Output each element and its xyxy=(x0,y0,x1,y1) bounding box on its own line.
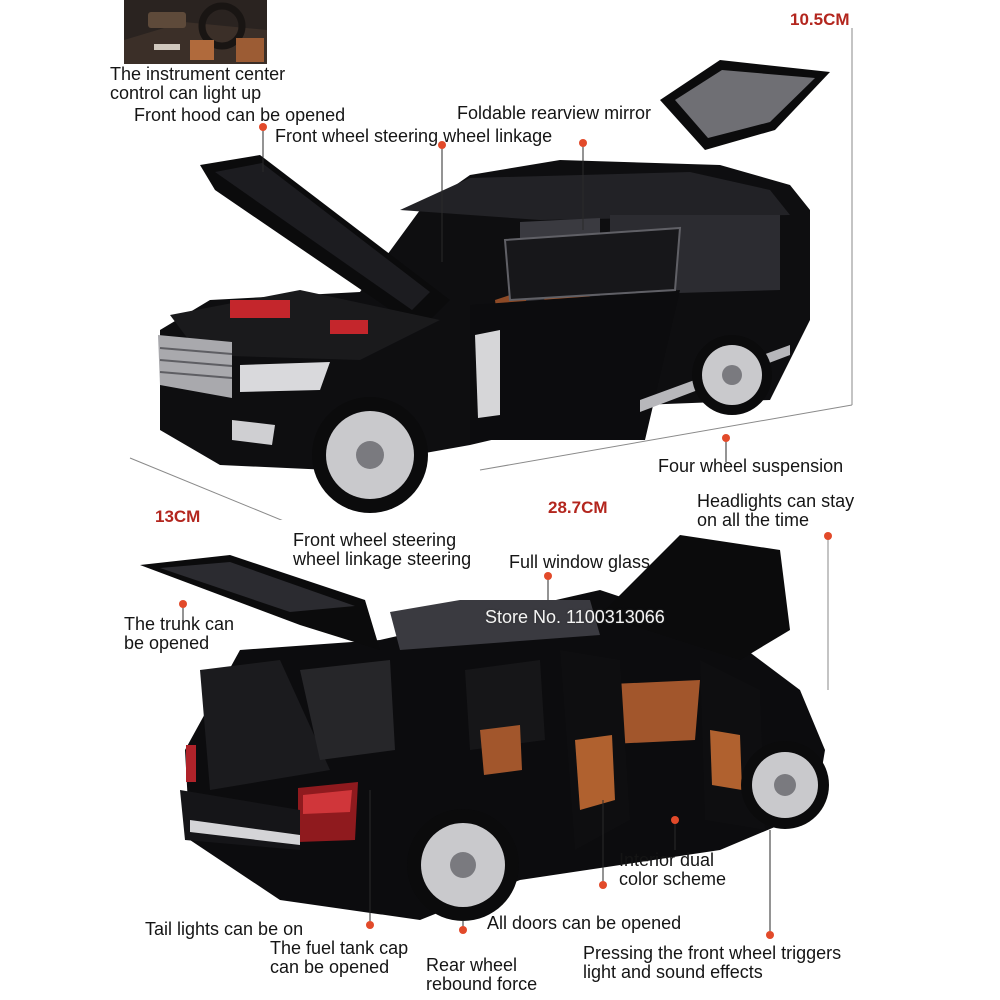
rear-wheel-callout-line1: Rear wheel xyxy=(426,955,518,975)
all-doors-callout: All doors can be opened xyxy=(487,913,682,933)
four-wheel-suspension-callout: Four wheel suspension xyxy=(658,456,844,476)
headlights-callout-line2: on all the time xyxy=(697,510,810,530)
width-dimension-label: 13CM xyxy=(155,507,201,526)
car-front-view xyxy=(129,28,853,520)
pressing-front-wheel-callout-line1: Pressing the front wheel triggers xyxy=(583,943,842,963)
fuel-tank-callout-line1: The fuel tank cap xyxy=(270,938,409,958)
interior-callout-line2: color scheme xyxy=(619,869,727,889)
front-wheel-steering-callout-line2: wheel linkage steering xyxy=(293,549,472,569)
car-rear-view xyxy=(140,532,832,939)
headlights-callout-line1: Headlights can stay xyxy=(697,491,855,511)
foldable-mirror-callout: Foldable rearview mirror xyxy=(457,103,652,123)
front-wheel-linkage-callout: Front wheel steering wheel linkage xyxy=(275,126,553,146)
instrument-callout-line2: control can light up xyxy=(110,83,262,103)
instrument-center-inset xyxy=(124,0,267,64)
tail-lights-callout: Tail lights can be on xyxy=(145,919,304,939)
front-hood-callout: Front hood can be opened xyxy=(134,105,346,125)
instrument-callout-line1: The instrument center xyxy=(110,64,286,84)
fuel-tank-callout-line2: can be opened xyxy=(270,957,390,977)
trunk-callout-line2: be opened xyxy=(124,633,210,653)
interior-callout-line1: Interior dual xyxy=(619,850,715,870)
full-window-glass-callout: Full window glass xyxy=(509,552,651,572)
length-dimension-label: 28.7CM xyxy=(548,498,608,517)
store-watermark: Store No. 1100313066 xyxy=(485,607,665,627)
pressing-front-wheel-callout-line2: light and sound effects xyxy=(583,962,763,982)
rear-wheel-callout-line2: rebound force xyxy=(426,974,538,994)
front-wheel-steering-callout-line1: Front wheel steering xyxy=(293,530,457,550)
trunk-callout-line1: The trunk can xyxy=(124,614,235,634)
height-dimension-label: 10.5CM xyxy=(790,10,850,29)
